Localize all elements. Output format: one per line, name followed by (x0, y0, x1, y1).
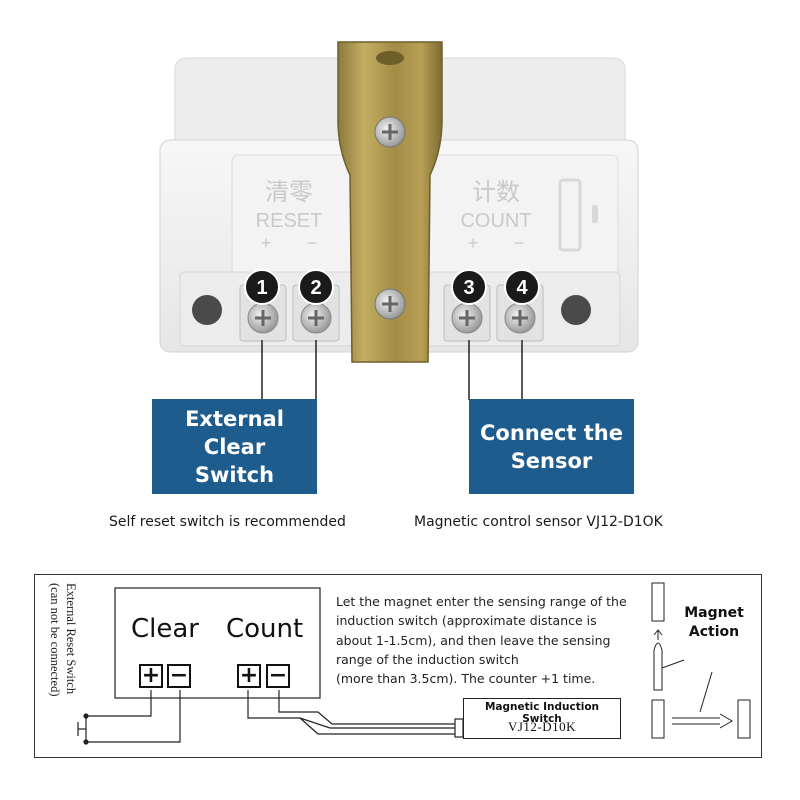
svg-text:RESET: RESET (256, 210, 323, 232)
count-silkscreen: 计数 COUNT + − (460, 179, 531, 253)
svg-text:2: 2 (310, 277, 321, 299)
svg-text:清零: 清零 (265, 179, 313, 206)
magnet-action-label: Magnet Action (676, 604, 752, 642)
terminal-badges: 1 2 3 4 (244, 269, 540, 305)
instruction-line-1: Let the magnet enter the sensing range o… (336, 594, 627, 609)
sensor-model: VJ12-D10K (507, 719, 577, 734)
callout-left-line2: Switch (194, 462, 275, 487)
svg-text:−: − (307, 233, 318, 253)
magnet-action-line2: Action (688, 624, 740, 640)
wiring-diagram-frame (34, 574, 762, 758)
clear-label: Clear (131, 614, 199, 644)
counter-box (114, 587, 321, 699)
count-terminal-plus: + (237, 664, 261, 688)
svg-text:COUNT: COUNT (460, 210, 531, 232)
magnet-action-illustration (651, 582, 751, 739)
svg-text:3: 3 (463, 277, 474, 299)
mounting-hole-left (192, 295, 222, 325)
svg-text:−: − (514, 233, 525, 253)
svg-text:4: 4 (516, 277, 528, 299)
count-label: Count (226, 614, 304, 644)
mounting-bracket (337, 41, 443, 363)
callout-right-line1: Connect the (479, 420, 623, 445)
svg-text:+: + (261, 233, 272, 253)
clear-terminal-minus: − (167, 664, 191, 688)
mounting-hole-right (561, 295, 591, 325)
sensor-title: Magnetic Induction Switch (484, 701, 600, 725)
device-illustration: 清零 RESET + − 计数 COUNT + − (159, 41, 639, 400)
magnetic-induction-switch-box: Magnetic Induction Switch VJ12-D10K (463, 698, 621, 739)
callout-external-clear-switch: External Clear Switch (152, 399, 317, 494)
badge-2: 2 (298, 269, 334, 305)
svg-text:+: + (468, 233, 479, 253)
reset-silkscreen: 清零 RESET + − (256, 179, 323, 253)
clear-wires (88, 690, 181, 743)
caption-left: Self reset switch is recommended (109, 514, 346, 530)
count-wires (247, 690, 464, 738)
badge-1: 1 (244, 269, 280, 305)
wiring-lines (77, 582, 751, 745)
caption-right: Magnetic control sensor VJ12-D1OK (414, 514, 663, 530)
reset-switch-symbol (77, 713, 89, 745)
instruction-line-3: about 1-1.5cm), and then leave the sensi… (336, 632, 611, 648)
clear-terminal-plus: + (139, 664, 163, 688)
instruction-text: Let the magnet enter the sensing range o… (336, 592, 646, 688)
instruction-line-4: range of the induction switch (336, 651, 519, 667)
count-terminal-minus: − (266, 664, 290, 688)
instruction-line-5: (more than 3.5cm). The counter +1 time. (336, 671, 596, 687)
badge-3: 3 (451, 269, 487, 305)
svg-text:1: 1 (256, 277, 267, 299)
callout-right-line2: Sensor (510, 448, 593, 473)
magnet-action-line1: Magnet (684, 605, 744, 621)
callout-left-line1: External Clear (185, 406, 284, 459)
badge-4: 4 (504, 269, 540, 305)
leader-lines (261, 340, 523, 400)
instruction-line-2: induction switch (approximate distance i… (336, 613, 597, 629)
callout-connect-sensor: Connect the Sensor (469, 399, 634, 494)
svg-text:计数: 计数 (472, 179, 520, 206)
